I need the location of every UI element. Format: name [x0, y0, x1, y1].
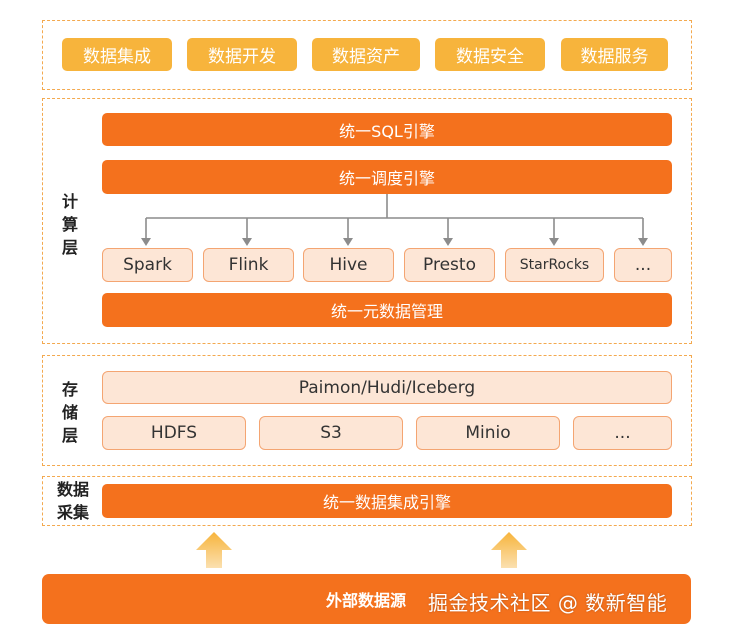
storage-s3: S3 — [259, 416, 403, 450]
external-data-source-bar — [42, 574, 691, 624]
storage-layer-label: 存储层 — [61, 380, 78, 445]
up-arrow-icon — [196, 532, 232, 568]
compute-layer-panel — [42, 98, 692, 344]
watermark: 掘金技术社区 @ 数新智能 — [428, 591, 668, 615]
engine-hive: Hive — [303, 248, 394, 282]
up-arrow-icon — [491, 532, 527, 568]
storage-layer-panel — [42, 355, 692, 466]
collection-label-line2: 采集 — [56, 503, 89, 522]
unified-sql-engine: 统一SQL引擎 — [102, 113, 672, 146]
storage-more: ... — [573, 416, 672, 450]
engine-spark: Spark — [102, 248, 193, 282]
engine-starrocks: StarRocks — [505, 248, 604, 282]
unified-scheduler-engine: 统一调度引擎 — [102, 160, 672, 194]
engine-flink: Flink — [203, 248, 294, 282]
engine-more: ... — [614, 248, 672, 282]
unified-metadata-management: 统一元数据管理 — [102, 293, 672, 327]
unified-data-integration-engine: 统一数据集成引擎 — [102, 484, 672, 518]
storage-minio: Minio — [416, 416, 560, 450]
service-chip-development: 数据开发 — [187, 38, 297, 71]
service-chip-assets: 数据资产 — [312, 38, 420, 71]
service-chip-integration: 数据集成 — [62, 38, 172, 71]
collection-label-line1: 数据 — [56, 480, 89, 499]
collection-layer-panel — [42, 476, 692, 526]
service-chip-service: 数据服务 — [561, 38, 668, 71]
compute-layer-label: 计算层 — [61, 192, 78, 257]
services-panel — [42, 20, 692, 90]
table-format-box: Paimon/Hudi/Iceberg — [102, 371, 672, 404]
engine-presto: Presto — [404, 248, 495, 282]
collection-layer-label: 数据 采集 — [52, 478, 94, 524]
storage-hdfs: HDFS — [102, 416, 246, 450]
service-chip-security: 数据安全 — [435, 38, 545, 71]
